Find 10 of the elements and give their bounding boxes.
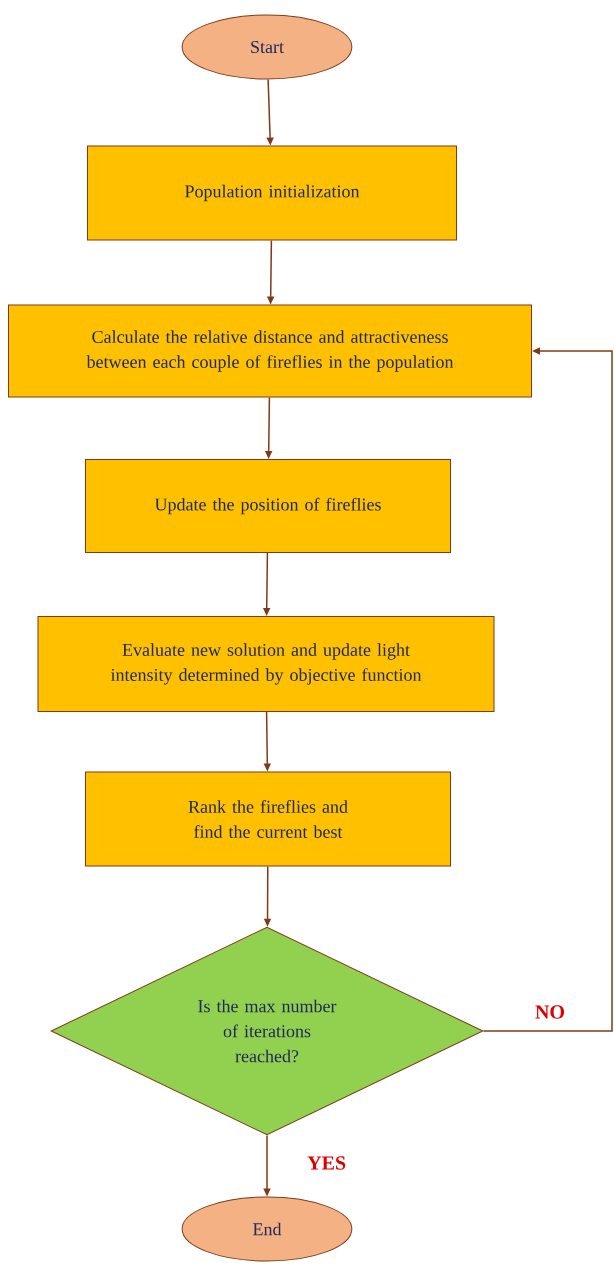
edge-label: NO bbox=[535, 1005, 564, 1019]
process-box: Rank the fireflies and find the current best bbox=[85, 771, 451, 867]
process-box: Population initialization bbox=[87, 145, 457, 241]
process-box: Update the position of fireflies bbox=[85, 459, 451, 553]
edge-label: YES bbox=[307, 1156, 346, 1170]
arrow bbox=[482, 347, 613, 1032]
terminal-oval: End bbox=[181, 1196, 353, 1262]
process-box: Calculate the relative distance and attractiveness between each couple of fireflies in the population bbox=[8, 304, 532, 398]
terminal-oval: Start bbox=[181, 14, 353, 80]
process-box: Evaluate new solution and update light intensity determined by objective function bbox=[37, 616, 495, 712]
